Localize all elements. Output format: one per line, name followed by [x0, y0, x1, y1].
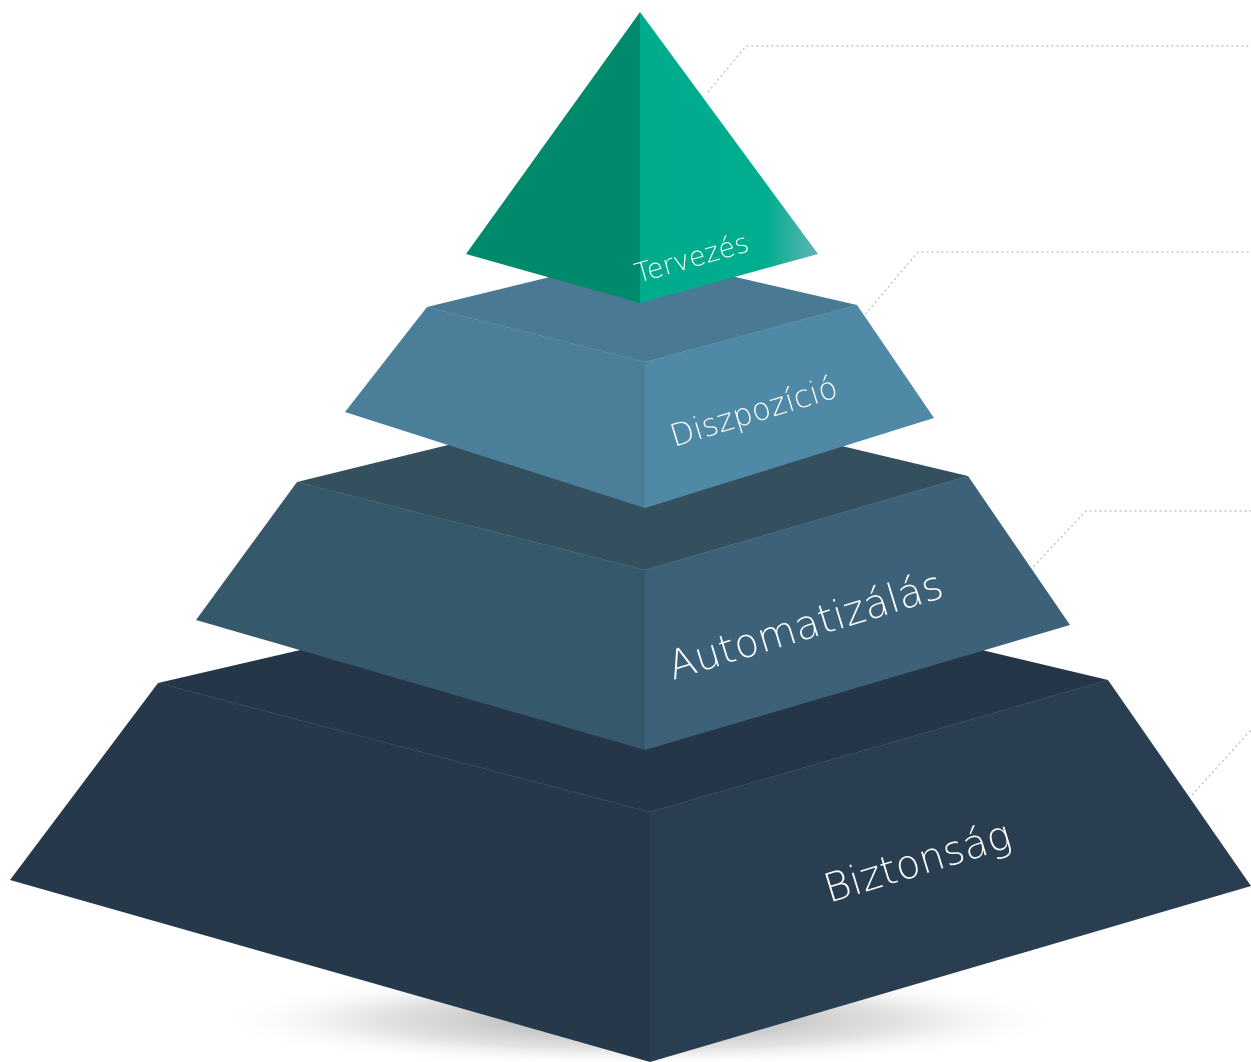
tier-biztonsag-left-face — [10, 683, 650, 1062]
connector-biztonsag — [1191, 729, 1251, 796]
connector-tervezes — [707, 45, 1251, 93]
connector-automatizalas — [1029, 510, 1251, 571]
tier-tervezes — [466, 12, 818, 303]
tier-automatizalas-right-face — [645, 476, 1070, 750]
tier-diszpozicio-top — [427, 255, 857, 362]
tier-automatizalas-left-face — [196, 482, 645, 750]
tier-diszpozicio-left-face — [345, 307, 645, 508]
tier-tervezes-left-face — [466, 12, 640, 303]
tier-tervezes-right-face — [640, 12, 818, 303]
connector-diszpozicio — [861, 251, 1251, 319]
tier-diszpozicio-right-face — [645, 305, 934, 508]
connector-lines — [707, 45, 1251, 796]
tier-biztonsag-right-face — [650, 680, 1251, 1062]
tier-diszpozicio — [345, 255, 934, 508]
